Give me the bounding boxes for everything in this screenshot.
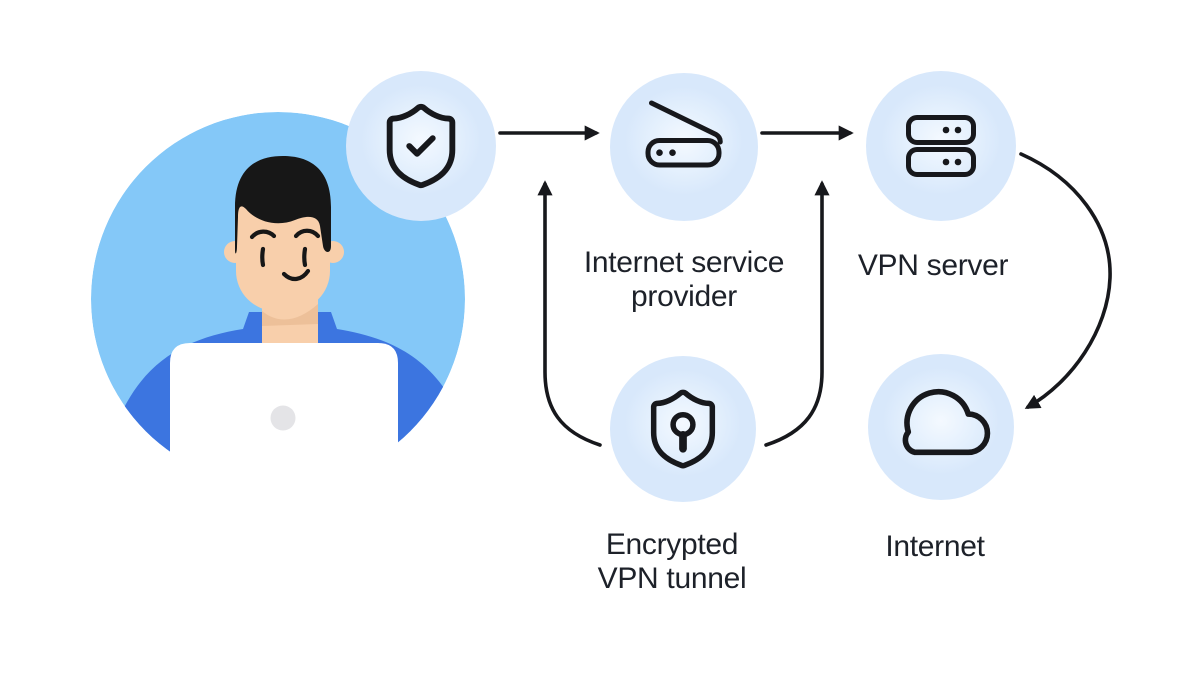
- node-vpn-server: [866, 71, 1016, 221]
- smile: [281, 268, 311, 282]
- arrow-vpn-server-to-internet: [1019, 152, 1112, 409]
- user-illustration: [91, 112, 465, 486]
- server-stack-icon: [906, 115, 976, 177]
- shield-keyhole-icon: [650, 389, 716, 469]
- cloud-icon: [902, 388, 990, 456]
- hair: [235, 156, 331, 254]
- eye-left: [260, 246, 266, 268]
- person-at-laptop-icon: [91, 112, 465, 486]
- laptop-logo-dot: [270, 405, 296, 431]
- node-internet: [868, 354, 1014, 500]
- eyebrow-left: [249, 229, 277, 240]
- neck-shadow: [262, 304, 318, 326]
- arrow-tunnel-to-isp-left: [537, 180, 602, 447]
- arrow-tunnel-to-isp-right: [764, 180, 830, 447]
- internet-label: Internet: [885, 530, 985, 563]
- shield-check-icon: [386, 103, 456, 189]
- eye-right: [302, 246, 308, 268]
- eyebrow-right: [293, 228, 321, 239]
- encrypted-tunnel-label: Encrypted VPN tunnel: [597, 528, 747, 595]
- node-encrypted-vpn-tunnel: [610, 356, 756, 502]
- wifi-router-icon: [645, 100, 723, 168]
- vpn-server-label: VPN server: [857, 249, 1009, 282]
- isp-label: Internet service provider: [583, 246, 785, 313]
- shield-check-badge: [346, 71, 496, 221]
- node-internet-service-provider: [610, 73, 758, 221]
